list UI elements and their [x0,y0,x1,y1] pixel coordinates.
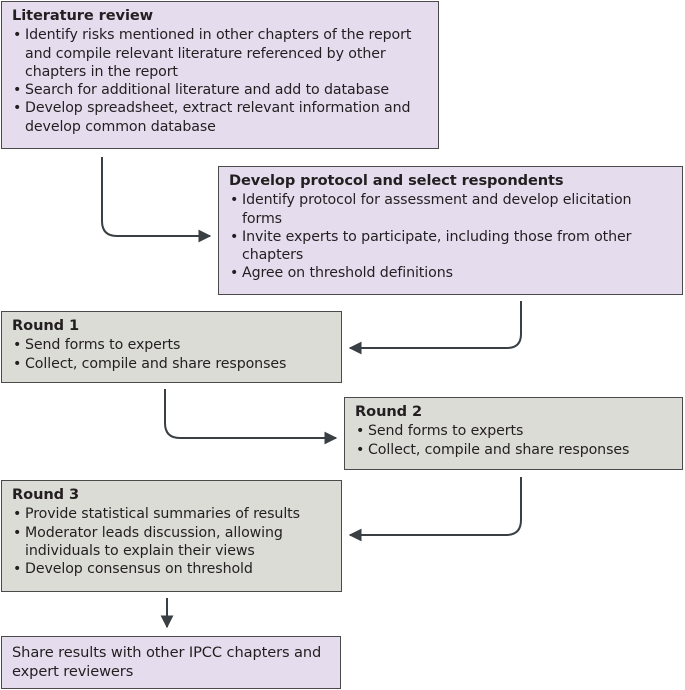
arrow-round1-to-round2 [164,389,338,445]
list-item: Identify protocol for assessment and dev… [229,191,672,228]
round-3-box: Round 3 Provide statistical summaries of… [1,480,342,592]
list-item: Invite experts to participate, including… [229,228,672,265]
bullet-list: Send forms to experts Collect, compile a… [12,336,331,373]
literature-review-box: Literature review Identify risks mention… [1,1,439,149]
box-title: Round 1 [12,317,80,334]
list-item: Identify risks mentioned in other chapte… [12,26,428,81]
list-item: Develop spreadsheet, extract relevant in… [12,99,428,136]
list-item: Send forms to experts [355,422,672,441]
list-item: Collect, compile and share responses [12,355,331,374]
bullet-list: Provide statistical summaries of results… [12,505,331,578]
box-title: Literature review [12,7,154,24]
share-results-box: Share results with other IPCC chapters a… [1,636,341,689]
round-1-box: Round 1 Send forms to experts Collect, c… [1,311,342,383]
arrow-protocol-to-round1 [348,301,522,355]
round-2-box: Round 2 Send forms to experts Collect, c… [344,397,683,470]
box-title: Round 3 [12,486,80,503]
arrow-literature-to-protocol [101,157,212,243]
list-item: Provide statistical summaries of results [12,505,331,524]
box-title: Round 2 [355,403,423,420]
arrow-round2-to-round3 [348,477,522,542]
box-text: Share results with other IPCC chapters a… [12,644,322,680]
list-item: Moderator leads discussion, allowing ind… [12,524,331,561]
develop-protocol-box: Develop protocol and select respondents … [218,166,683,295]
box-title: Develop protocol and select respondents [229,172,564,189]
list-item: Send forms to experts [12,336,331,355]
list-item: Agree on threshold definitions [229,264,672,283]
list-item: Develop consensus on threshold [12,560,331,579]
list-item: Search for additional literature and add… [12,81,428,100]
bullet-list: Send forms to experts Collect, compile a… [355,422,672,459]
list-item: Collect, compile and share responses [355,441,672,460]
bullet-list: Identify protocol for assessment and dev… [229,191,672,283]
bullet-list: Identify risks mentioned in other chapte… [12,26,428,136]
